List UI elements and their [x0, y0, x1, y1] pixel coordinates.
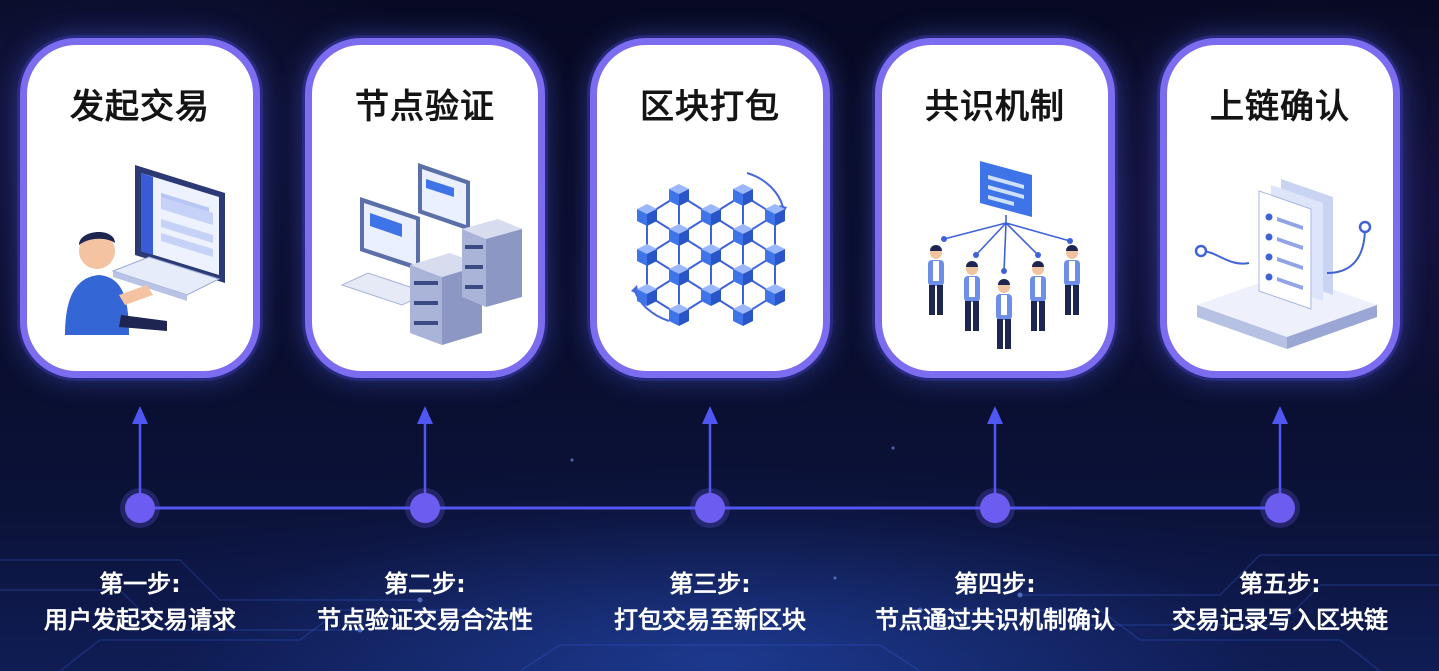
person-icon	[1030, 261, 1046, 331]
step-description: 节点通过共识机制确认	[875, 606, 1115, 634]
block-cube-icon	[669, 264, 689, 286]
step-card-1: 发起交易	[20, 38, 260, 378]
step-number: 第三步:	[669, 570, 751, 598]
step-number: 第二步:	[384, 570, 466, 598]
arrow-up-icon	[132, 406, 148, 424]
arrow-up-icon	[987, 406, 1003, 424]
step-description: 交易记录写入区块链	[1172, 606, 1388, 634]
people-consensus-icon	[928, 161, 1080, 349]
block-cube-icon	[733, 184, 753, 206]
arrow-up-icon	[702, 406, 718, 424]
arrow-up-icon	[1272, 406, 1288, 424]
step-label-4: 第四步: 节点通过共识机制确认	[845, 566, 1145, 638]
block-cube-icon	[669, 184, 689, 206]
document-chain-icon	[1194, 179, 1377, 349]
servers-computers-icon	[340, 163, 522, 345]
step-card-5: 上链确认	[1160, 38, 1400, 378]
timeline-node-1	[125, 493, 155, 523]
block-cube-icon	[637, 284, 657, 306]
timeline-node-4	[980, 493, 1010, 523]
step-description: 用户发起交易请求	[44, 606, 236, 634]
block-cube-icon	[701, 244, 721, 266]
user-computer-icon	[65, 165, 225, 335]
step-card-2: 节点验证	[305, 38, 545, 378]
block-cube-icon	[701, 284, 721, 306]
block-cube-icon	[765, 204, 785, 226]
step-description: 打包交易至新区块	[614, 606, 806, 634]
block-cube-icon	[669, 224, 689, 246]
step-label-5: 第五步: 交易记录写入区块链	[1130, 566, 1430, 638]
timeline-node-5	[1265, 493, 1295, 523]
block-cube-icon	[733, 304, 753, 326]
arrow-up-icon	[417, 406, 433, 424]
block-cube-icon	[765, 284, 785, 306]
block-cube-icon	[669, 304, 689, 326]
step-label-3: 第三步: 打包交易至新区块	[560, 566, 860, 638]
step-label-1: 第一步: 用户发起交易请求	[0, 566, 290, 638]
block-cube-icon	[733, 224, 753, 246]
block-cube-icon	[765, 244, 785, 266]
card-title: 区块打包	[640, 87, 780, 127]
person-icon	[964, 261, 980, 331]
card-title: 共识机制	[925, 87, 1065, 127]
block-cube-icon	[733, 264, 753, 286]
step-label-2: 第二步: 节点验证交易合法性	[275, 566, 575, 638]
card-title: 发起交易	[70, 87, 210, 127]
step-number: 第五步:	[1239, 570, 1321, 598]
card-title: 上链确认	[1210, 87, 1350, 127]
block-cube-icon	[637, 204, 657, 226]
step-number: 第四步:	[954, 570, 1036, 598]
block-cube-icon	[637, 244, 657, 266]
step-number: 第一步:	[99, 570, 181, 598]
person-icon	[996, 279, 1012, 349]
timeline-node-2	[410, 493, 440, 523]
step-card-3: 区块打包	[590, 38, 830, 378]
step-card-4: 共识机制	[875, 38, 1115, 378]
timeline-node-3	[695, 493, 725, 523]
person-icon	[1064, 245, 1080, 315]
step-description: 节点验证交易合法性	[317, 606, 533, 634]
card-title: 节点验证	[355, 87, 495, 127]
person-icon	[928, 245, 944, 315]
block-network-icon	[631, 172, 787, 326]
block-cube-icon	[701, 204, 721, 226]
